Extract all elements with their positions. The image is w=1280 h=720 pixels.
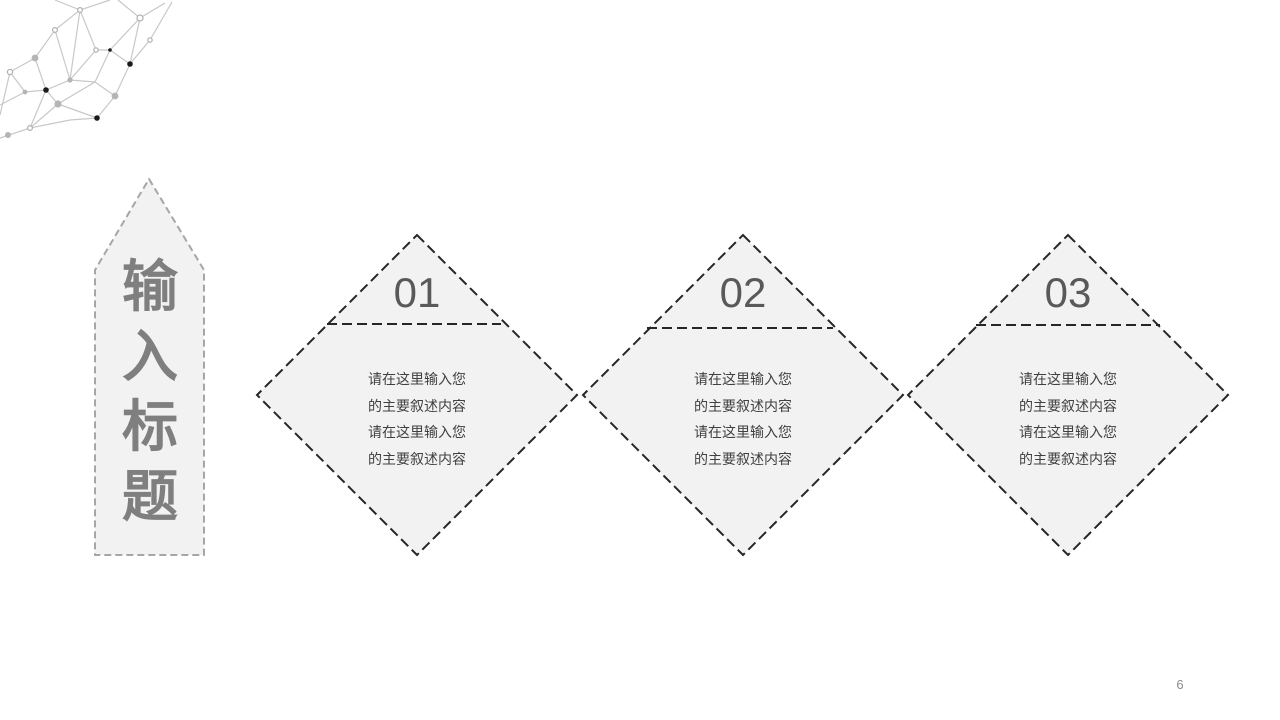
title-char: 入 bbox=[122, 325, 178, 390]
description-line: 的主要叙述内容 bbox=[368, 451, 466, 468]
item-description: 请在这里输入您 的主要叙述内容 请在这里输入您 的主要叙述内容 bbox=[906, 367, 1230, 473]
description-line: 请在这里输入您 bbox=[694, 372, 792, 388]
diamond-shape bbox=[255, 233, 579, 557]
description-line: 请在这里输入您 bbox=[368, 425, 466, 441]
item-number: 03 bbox=[1044, 269, 1092, 316]
description-line: 请在这里输入您 bbox=[1019, 372, 1117, 388]
page-number: 6 bbox=[1176, 677, 1184, 692]
item-description: 请在这里输入您 的主要叙述内容 请在这里输入您 的主要叙述内容 bbox=[581, 367, 905, 473]
diamond-card-03: 03 请在这里输入您 的主要叙述内容 请在这里输入您 的主要叙述内容 bbox=[906, 233, 1230, 557]
description-line: 请在这里输入您 bbox=[694, 425, 792, 441]
description-line: 的主要叙述内容 bbox=[1019, 451, 1117, 468]
item-description: 请在这里输入您 的主要叙述内容 请在这里输入您 的主要叙述内容 bbox=[255, 367, 579, 473]
description-line: 请在这里输入您 bbox=[368, 372, 466, 388]
item-number: 01 bbox=[393, 269, 441, 316]
description-line: 的主要叙述内容 bbox=[694, 451, 792, 468]
title-char: 标 bbox=[122, 395, 178, 460]
vertical-title: 输 入 标 题 bbox=[94, 253, 206, 533]
diamond-card-02: 02 请在这里输入您 的主要叙述内容 请在这里输入您 的主要叙述内容 bbox=[581, 233, 905, 557]
network-mesh-graphic bbox=[0, 0, 173, 139]
diamond-shape bbox=[581, 233, 905, 557]
description-line: 的主要叙述内容 bbox=[1019, 398, 1117, 415]
item-number: 02 bbox=[719, 269, 767, 316]
diamond-shape bbox=[906, 233, 1230, 557]
title-char: 输 bbox=[122, 255, 178, 320]
diamond-card-01: 01 请在这里输入您 的主要叙述内容 请在这里输入您 的主要叙述内容 bbox=[255, 233, 579, 557]
title-char: 题 bbox=[122, 465, 178, 530]
description-line: 的主要叙述内容 bbox=[368, 398, 466, 415]
description-line: 的主要叙述内容 bbox=[694, 398, 792, 415]
title-tag-shape bbox=[94, 178, 205, 556]
description-line: 请在这里输入您 bbox=[1019, 425, 1117, 441]
